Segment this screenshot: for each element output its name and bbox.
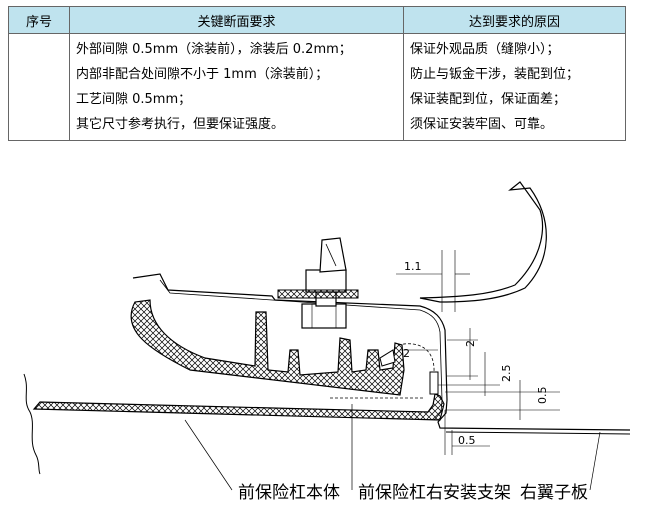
- dimension-lines: [396, 250, 560, 455]
- header-requirements: 关键断面要求: [69, 6, 404, 34]
- tab-hook: [429, 371, 439, 395]
- gap-dashed: [330, 343, 435, 399]
- requirement-line: 内部非配合处间隙不小于 1mm（涂装前）；: [76, 67, 329, 82]
- cross-section-drawing: 1.1 2 2 2.5 0.5 0.5 前保险杠本体 前保险杠右安装支架 右翼子…: [23, 181, 631, 503]
- clip-hook: [379, 349, 396, 367]
- label-bumper-bracket: 前保险杠右安装支架: [358, 483, 511, 503]
- dimension-0-5-horizontal: 0.5: [458, 434, 476, 447]
- table-header-row: 序号 关键断面要求 达到要求的原因: [8, 6, 626, 34]
- fender-panel: [132, 273, 631, 431]
- reason-line: 保证装配到位，保证面差；: [410, 92, 567, 107]
- fender-flange: [445, 431, 631, 435]
- bolt: [301, 237, 347, 329]
- label-right-fender: 右翼子板: [520, 483, 588, 503]
- reason-line: 防止与钣金干涉，装配到位；: [410, 67, 580, 82]
- break-line: [23, 373, 41, 475]
- table-row: 外部间隙 0.5mm（涂装前），涂装后 0.2mm； 内部非配合处间隙不小于 1…: [8, 33, 626, 141]
- dimension-0-5-vertical: 0.5: [536, 387, 549, 405]
- header-index: 序号: [8, 6, 70, 34]
- reasons-cell: 保证外观品质（缝隙小）； 防止与钣金干涉，装配到位； 保证装配到位，保证面差； …: [403, 33, 626, 141]
- requirements-cell: 外部间隙 0.5mm（涂装前），涂装后 0.2mm； 内部非配合处间隙不小于 1…: [69, 33, 404, 141]
- upper-bracket: [419, 181, 547, 303]
- reason-line: 须保证安装牢固、可靠。: [410, 117, 554, 132]
- reason-line: 保证外观品质（缝隙小）；: [410, 42, 560, 57]
- dimension-2-vertical: 2: [464, 340, 477, 347]
- dimension-1-1: 1.1: [404, 260, 422, 273]
- requirement-line: 其它尺寸参考执行，但要保证强度。: [76, 117, 285, 132]
- requirement-line: 工艺间隙 0.5mm；: [76, 92, 192, 107]
- mount-plate: [277, 289, 359, 299]
- header-reasons: 达到要求的原因: [403, 6, 626, 34]
- requirements-table: 序号 关键断面要求 达到要求的原因 外部间隙 0.5mm（涂装前），涂装后 0.…: [8, 6, 626, 141]
- dimension-2-5: 2.5: [500, 365, 513, 383]
- leader-lines: [184, 404, 601, 491]
- bumper-bracket: [130, 299, 405, 396]
- requirement-line: 外部间隙 0.5mm（涂装前），涂装后 0.2mm；: [76, 42, 352, 57]
- dimension-2-horizontal: 2: [403, 347, 410, 360]
- label-bumper-body: 前保险杠本体: [238, 483, 340, 503]
- fender-panel-inner: [159, 279, 443, 421]
- row-index: [8, 33, 70, 141]
